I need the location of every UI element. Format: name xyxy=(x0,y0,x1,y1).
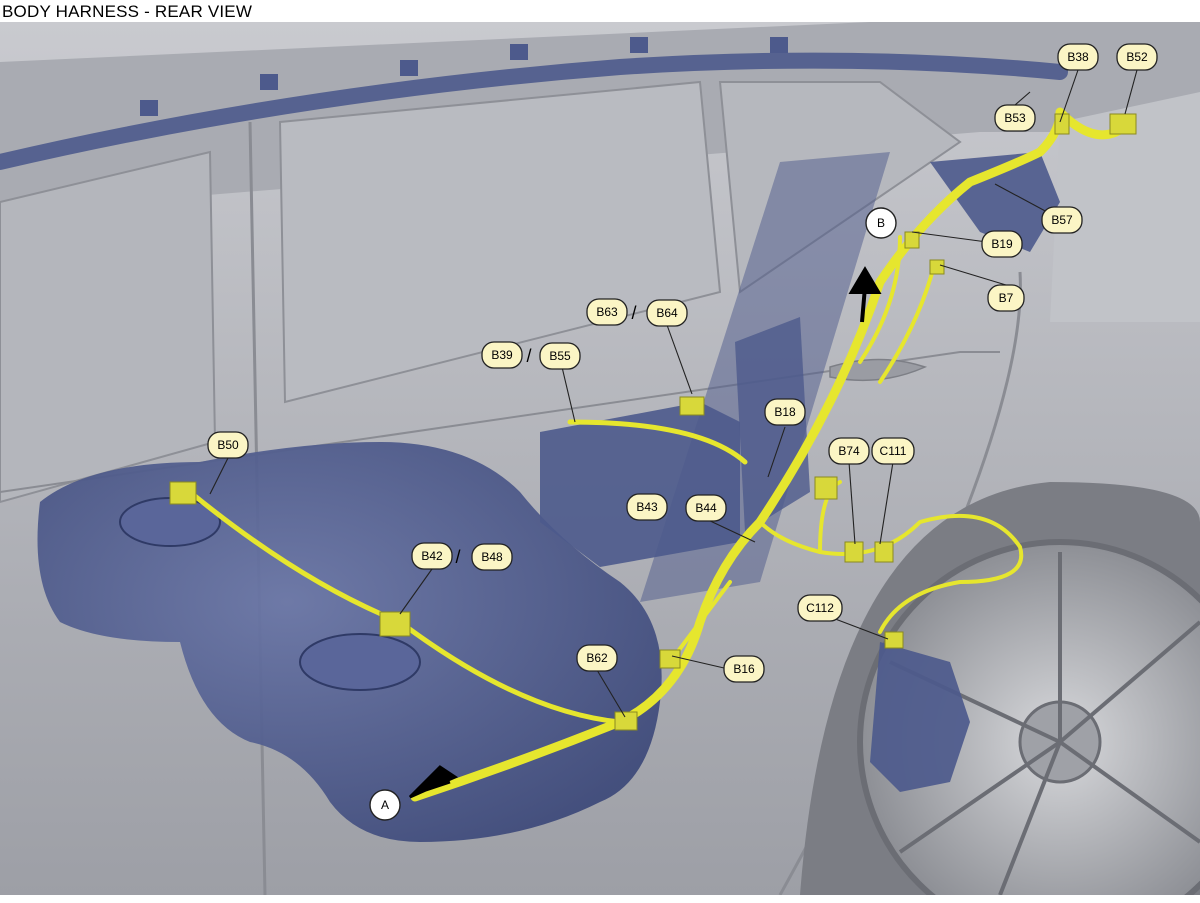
rear-bracket xyxy=(930,152,1060,252)
label-b48: B48 xyxy=(471,543,513,571)
svg-text:A: A xyxy=(381,798,389,812)
svg-text:B53: B53 xyxy=(1004,111,1026,125)
label-c112: C112 xyxy=(797,594,843,622)
svg-text:B44: B44 xyxy=(695,501,717,515)
svg-text:B19: B19 xyxy=(991,237,1013,251)
leader-lines xyxy=(209,69,1138,718)
label-b53: B53 xyxy=(994,104,1036,132)
brake-caliper xyxy=(870,642,970,792)
svg-text:B18: B18 xyxy=(774,405,796,419)
wheel-spokes xyxy=(889,552,1200,895)
svg-text:B42: B42 xyxy=(421,549,443,563)
svg-text:B39: B39 xyxy=(491,348,513,362)
label-c111: C111 xyxy=(871,437,915,465)
label-b74: B74 xyxy=(828,437,870,465)
connector-blobs xyxy=(169,113,1137,731)
label-separator: / xyxy=(526,346,531,366)
label-b57: B57 xyxy=(1041,206,1083,234)
label-b39: B39 xyxy=(481,341,523,369)
svg-text:B7: B7 xyxy=(999,291,1014,305)
svg-text:C112: C112 xyxy=(806,601,834,615)
fuel-pump-cover xyxy=(299,633,421,691)
svg-text:B64: B64 xyxy=(656,306,678,320)
label-separator: / xyxy=(631,303,636,323)
rear-door-window-front xyxy=(278,80,722,404)
svg-text:B52: B52 xyxy=(1126,50,1148,64)
svg-text:B63: B63 xyxy=(596,305,618,319)
c-pillar xyxy=(1050,92,1200,322)
label-separator: / xyxy=(455,547,460,567)
svg-text:B38: B38 xyxy=(1067,50,1089,64)
svg-text:B50: B50 xyxy=(217,438,239,452)
label-b16: B16 xyxy=(723,655,765,683)
label-b44: B44 xyxy=(685,494,727,522)
reference-b: B xyxy=(865,207,897,239)
label-b55: B55 xyxy=(539,342,581,370)
svg-text:C111: C111 xyxy=(880,444,907,458)
label-b19: B19 xyxy=(981,230,1023,258)
svg-text:B57: B57 xyxy=(1051,213,1073,227)
roof-rail-airbag xyxy=(0,52,1068,170)
svg-text:B48: B48 xyxy=(481,550,503,564)
label-b62: B62 xyxy=(576,644,618,672)
label-b42: B42 xyxy=(411,542,453,570)
evap-canister xyxy=(540,402,740,567)
label-b50: B50 xyxy=(207,431,249,459)
harness-diagram: B A B38 B52 B53 B57 B19 B7 B63 / B64 B39… xyxy=(0,22,1200,895)
svg-text:B55: B55 xyxy=(549,349,571,363)
svg-text:B: B xyxy=(877,216,885,230)
reference-a: A xyxy=(369,789,401,821)
label-b38: B38 xyxy=(1057,43,1099,71)
page-title: BODY HARNESS - REAR VIEW xyxy=(2,2,253,21)
label-b7: B7 xyxy=(987,284,1025,312)
airbag-clips xyxy=(140,37,788,116)
arrow-to-b-icon xyxy=(848,266,882,323)
label-b18: B18 xyxy=(764,398,806,426)
label-b43: B43 xyxy=(626,493,668,521)
label-b63: B63 xyxy=(586,298,628,326)
svg-text:B16: B16 xyxy=(733,662,755,676)
arrow-to-a-icon xyxy=(408,765,459,799)
label-b52: B52 xyxy=(1116,43,1158,71)
svg-text:B62: B62 xyxy=(586,651,608,665)
svg-text:B43: B43 xyxy=(636,500,658,514)
label-b64: B64 xyxy=(646,299,688,327)
front-door-window xyxy=(0,150,217,504)
svg-text:B74: B74 xyxy=(838,444,860,458)
